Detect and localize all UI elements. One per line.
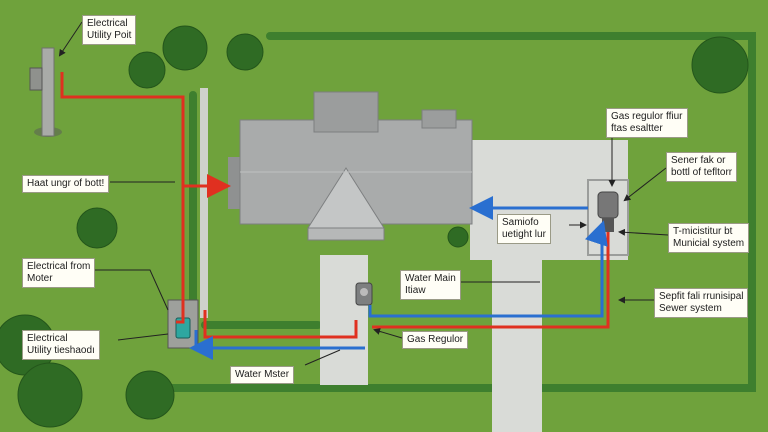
utility-pole	[29, 47, 62, 137]
water-line	[189, 196, 608, 360]
label-water-main: Water Main Itiaw	[400, 270, 461, 300]
label-gas-regulator: Gas Regulor	[402, 331, 469, 349]
label-line: Sewer system	[659, 303, 722, 314]
electrical-line	[60, 72, 610, 339]
label-line: Utility Poit	[87, 30, 132, 41]
label-gas-filter: Gas regulor ffiur ftas esaltter	[606, 108, 688, 138]
label-sewer-top: Sener fak or bottl of tefltorr	[666, 152, 738, 182]
walkway-left	[200, 88, 208, 318]
label-line: Itiaw	[405, 285, 426, 296]
label-electrical-utility: Electrical Utility tieshaodı	[22, 330, 100, 360]
label-line: Municial system	[673, 238, 745, 249]
label-line: Electrical	[87, 18, 128, 29]
label-electrical-meter: Electrical from Moter	[22, 258, 96, 288]
label-line: Gas Regulor	[407, 334, 464, 345]
label-line: uetight lur	[502, 229, 546, 240]
label-line: T-micistitur bt	[673, 226, 733, 237]
label-line: Water Mster	[235, 369, 290, 380]
label-line: Utility tieshaodı	[27, 345, 95, 356]
label-line: Electrical	[27, 333, 68, 344]
label-electrical-utility-pole: Electrical Utility Poit	[82, 15, 137, 45]
house	[228, 91, 473, 241]
label-line: Gas regulor ffiur	[611, 111, 683, 122]
label-septic-sewer: Sepfit fali rrunisipal Sewer system	[654, 288, 749, 318]
label-line: Sepfit fali rrunisipal	[659, 291, 744, 302]
label-line: Water Main	[405, 273, 456, 284]
label-line: Electrical from	[27, 261, 91, 272]
property-hedges	[166, 32, 756, 392]
label-line: Moter	[27, 273, 53, 284]
label-line: Samiofo	[502, 217, 539, 228]
label-sample-box: Samiofo uetight lur	[497, 214, 551, 244]
label-line: bottl of tefltorr	[671, 167, 733, 178]
label-line: Sener fak or	[671, 155, 726, 166]
label-line: ftas esaltter	[611, 123, 663, 134]
label-leader-lines	[58, 21, 669, 366]
label-municipal-system: T-micistitur bt Municial system	[668, 223, 750, 253]
label-hash-left: Haat ungr of bott!	[22, 175, 110, 193]
label-water-meter: Water Mster	[230, 366, 295, 384]
label-line: Haat ungr of bott!	[27, 178, 105, 189]
gas-meter	[355, 282, 373, 306]
